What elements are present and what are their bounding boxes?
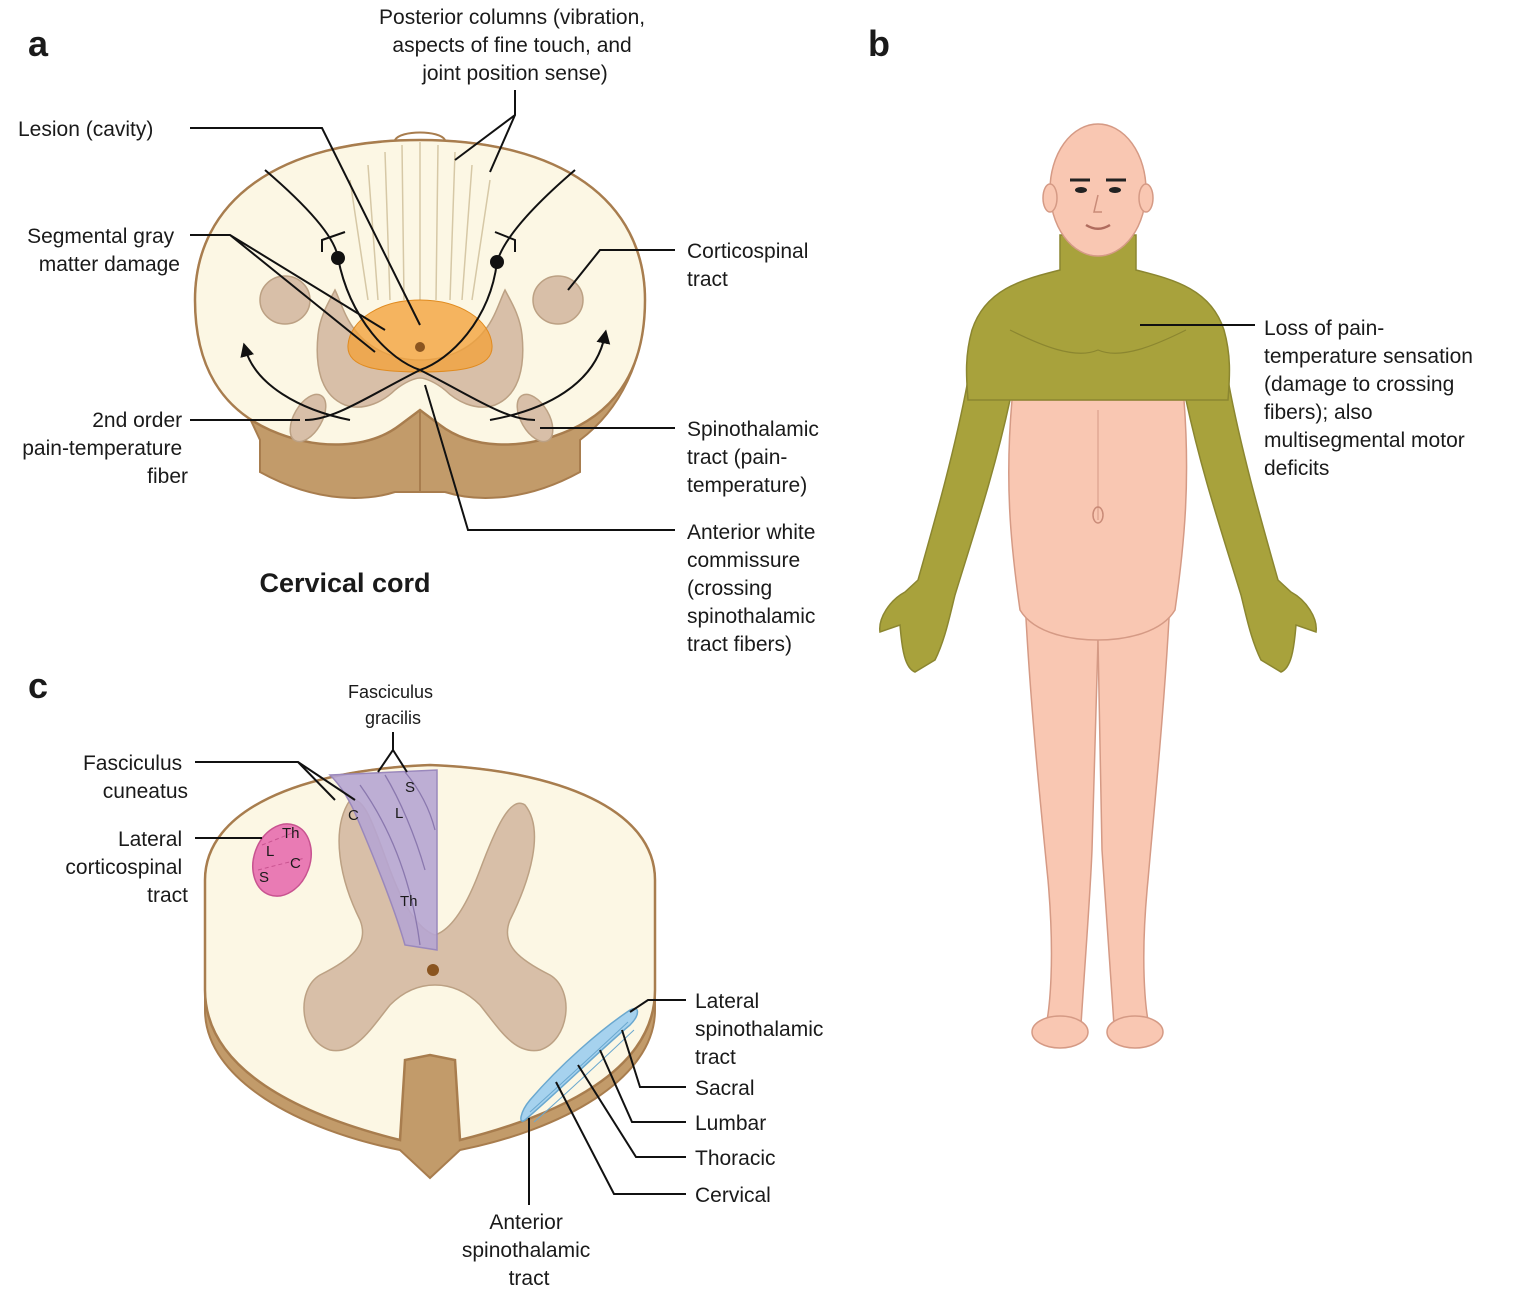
corticospinal-left	[259, 275, 311, 325]
gracilis-letter-s: S	[405, 779, 415, 796]
crossing-fiber-left	[264, 169, 536, 421]
neuron-cell-left	[331, 251, 345, 265]
fiber-terminal-left	[321, 231, 346, 252]
lumbar-label: Lumbar	[695, 1112, 766, 1135]
dorsal-column-lamination	[359, 771, 436, 946]
lesion-label: Lesion (cavity)	[18, 118, 153, 141]
cst-letter-th: Th	[282, 825, 300, 842]
corticospinal-leader	[567, 249, 675, 291]
fasciculus-cuneatus-label: Fasciculus cuneatus	[83, 752, 188, 803]
cst-letter-c: C	[290, 855, 301, 872]
left-arm-deficit	[879, 378, 1011, 673]
spinothalamic-label: Spinothalamic tract (pain- temperature)	[687, 418, 825, 497]
posterior-notch	[394, 131, 446, 141]
cuneatus-leader	[195, 761, 356, 801]
lateral-corticospinal-region	[252, 823, 312, 897]
cervical-leader	[555, 1081, 686, 1195]
posterior-columns-leader	[454, 90, 516, 173]
left-leg	[1024, 598, 1099, 1041]
posterior-columns-label: Posterior columns (vibration, aspects of…	[379, 6, 651, 85]
right-foot	[1106, 1015, 1164, 1049]
head	[1049, 123, 1147, 257]
corticospinal-label: Corticospinal tract	[687, 240, 814, 291]
gracilis-letter-l: L	[395, 805, 403, 822]
ascending-arrow-right	[489, 329, 611, 421]
segmental-label: Segmental gray matter damage	[27, 225, 180, 276]
right-leg	[1097, 598, 1171, 1041]
second-order-label: 2nd order pain-temperature fiber	[22, 409, 188, 488]
body-figure	[879, 123, 1317, 1049]
nose	[1093, 194, 1102, 213]
panel-b: b Lo	[868, 23, 1479, 1049]
sacral-leader	[621, 1029, 686, 1088]
right-ear	[1138, 183, 1154, 213]
cord-tract-section	[203, 763, 657, 1180]
cst-letter-l: L	[266, 843, 274, 860]
sacral-label: Sacral	[695, 1077, 755, 1100]
commissure-label: Anterior white commissure (crossing spin…	[687, 521, 821, 656]
cst-letter-s: S	[259, 869, 269, 886]
left-foot	[1031, 1015, 1089, 1049]
lateral-spinothalamic-label: Lateral spinothalamic tract	[695, 990, 829, 1069]
pectoral-contour	[1009, 329, 1187, 354]
cervical-cord-section	[193, 131, 647, 499]
commissure-leader	[424, 384, 675, 531]
mouth	[1085, 223, 1111, 230]
spinothalamic-left	[289, 393, 327, 443]
lesion-leader	[190, 127, 421, 326]
panel-a: a	[18, 6, 825, 656]
segmental-leader	[190, 234, 386, 353]
left-ear	[1042, 183, 1058, 213]
panel-a-letter: a	[28, 23, 49, 64]
fiber-terminal-right	[494, 231, 516, 252]
corticospinal-lamination	[257, 829, 306, 871]
central-canal-c	[427, 964, 439, 976]
panel-b-letter: b	[868, 23, 890, 64]
gray-matter	[316, 288, 524, 408]
lateral-spinothalamic-region	[520, 1008, 639, 1122]
panel-c-letter: c	[28, 665, 48, 706]
spinothalamic-right	[516, 393, 554, 443]
left-eye	[1075, 187, 1087, 193]
central-canal	[415, 342, 425, 352]
gracilis-leader	[377, 732, 408, 773]
right-eye	[1109, 187, 1121, 193]
corticospinal-right	[532, 275, 584, 325]
lumbar-leader	[599, 1049, 686, 1123]
cuneatus-letter-c: C	[348, 807, 359, 824]
anterior-spinothalamic-label: Anterior spinothalamic tract	[462, 1211, 596, 1290]
panel-c: c C L S Th Th L C S	[28, 665, 829, 1290]
upper-body-deficit-zone	[965, 234, 1231, 401]
gray-matter-c	[303, 798, 567, 1052]
fasciculus-gracilis-label: Fasciculus gracilis	[348, 682, 438, 728]
lesion-cavity	[347, 299, 493, 373]
crossing-fiber-right	[304, 169, 576, 421]
column-letter-th: Th	[400, 893, 418, 910]
navel	[1092, 506, 1104, 524]
thoracic-leader	[577, 1064, 686, 1158]
cervical-cord-title: Cervical cord	[259, 568, 430, 598]
cervical-label: Cervical	[695, 1184, 771, 1207]
deficit-label: Loss of pain- temperature sensation (dam…	[1264, 317, 1479, 480]
lateral-corticospinal-label: Lateral corticospinal tract	[65, 828, 188, 907]
ascending-arrow-left	[240, 342, 351, 421]
neuron-cell-right	[490, 255, 504, 269]
thoracic-label: Thoracic	[695, 1147, 776, 1170]
lateral-spinothalamic-leader	[629, 999, 686, 1013]
right-arm-deficit	[1185, 378, 1317, 673]
